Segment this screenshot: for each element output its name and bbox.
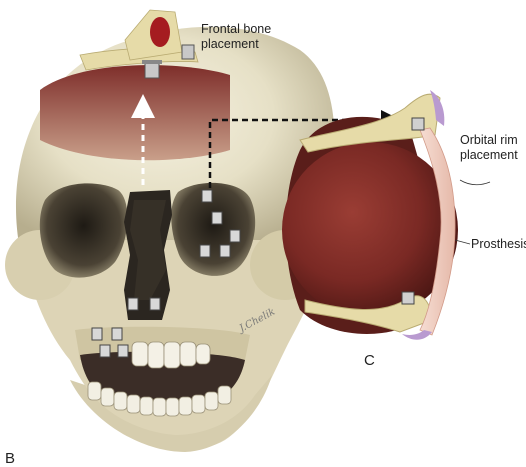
panel-label-c: C [364,352,375,369]
right-orbit [171,182,256,276]
frontal-tissue [40,65,230,161]
frontal-bone-label-line2: placement [201,37,259,51]
left-orbit [39,183,128,278]
lower-teeth [87,381,232,417]
skull-illustration [5,9,335,452]
orbit-implants [199,189,241,258]
upper-teeth [131,341,211,369]
orbital-section [282,90,491,340]
mandible [70,375,272,452]
upper-orbital-rim [299,93,441,153]
frontal-bone-label-line1: Frontal bone [201,22,272,36]
connector-arrow [208,110,401,188]
prosthesis-shape [419,127,456,336]
lower-orbital-rim [304,295,433,333]
eye-globe [282,142,458,318]
maxilla-implants [91,327,129,358]
prosthesis-label: Prosthesis [471,237,526,251]
nasal-implants [127,297,161,311]
magnet-abutment-icon [142,44,195,79]
orbital-rim-label-line1: Orbital rim [460,133,518,147]
orbital-rim-label-line2: placement [460,148,518,162]
panel-label-b: B [5,450,16,467]
